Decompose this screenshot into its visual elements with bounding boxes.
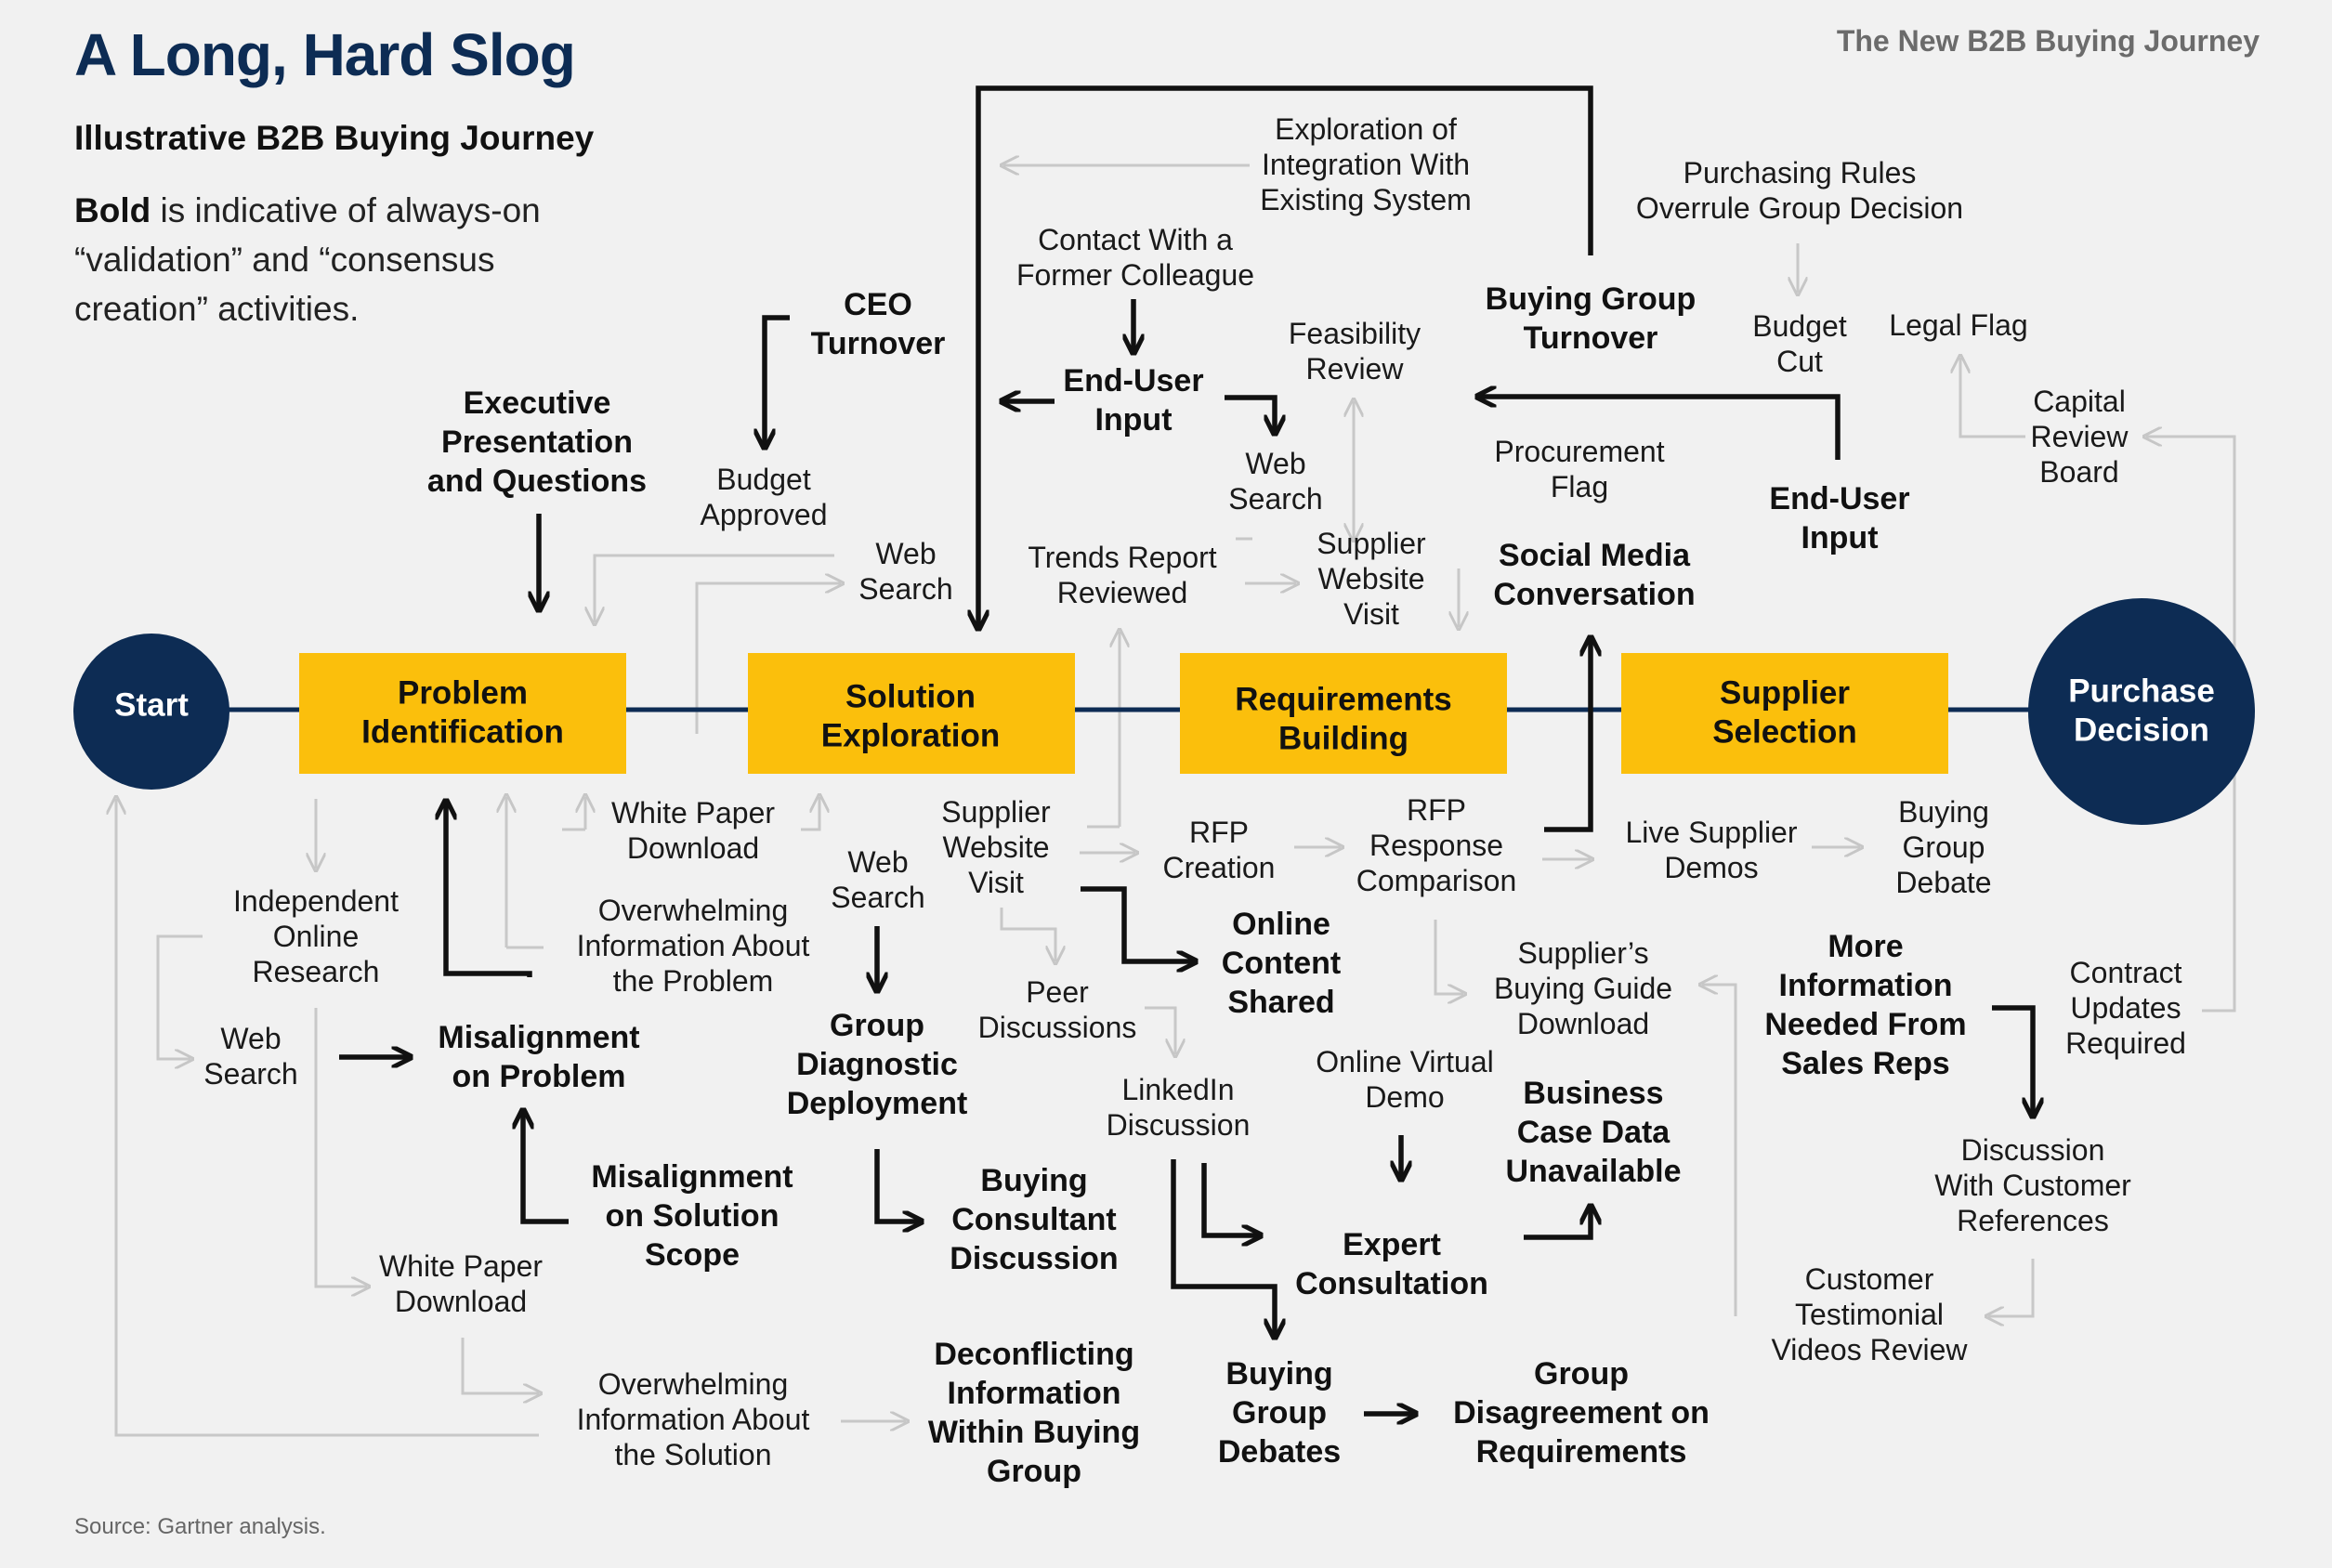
connector bbox=[978, 85, 1593, 627]
connector bbox=[1171, 1159, 1275, 1336]
connector bbox=[595, 554, 834, 622]
legend-note-text: is indicative of always-on “validation” … bbox=[74, 191, 541, 328]
connector bbox=[156, 934, 203, 1059]
legend-note-bold: Bold bbox=[74, 191, 151, 229]
connector bbox=[314, 1008, 367, 1287]
connector bbox=[446, 803, 532, 977]
connector bbox=[116, 799, 539, 1437]
connector bbox=[1434, 920, 1463, 994]
connector bbox=[1702, 985, 1737, 1316]
connector bbox=[1145, 1006, 1175, 1054]
start-label: Start bbox=[114, 686, 189, 723]
stage-box-problem-identification bbox=[299, 653, 626, 774]
connector bbox=[1988, 1259, 2035, 1316]
connector bbox=[874, 1149, 920, 1222]
source-note: Source: Gartner analysis. bbox=[74, 1514, 326, 1539]
connector bbox=[1524, 1208, 1591, 1240]
connector bbox=[765, 315, 790, 446]
connector bbox=[1225, 395, 1275, 432]
stage-box-solution-exploration bbox=[748, 653, 1075, 774]
black-connectors bbox=[339, 85, 2033, 1414]
connector bbox=[1201, 1163, 1259, 1235]
legal-flag: Legal Flag bbox=[1889, 308, 2027, 342]
stage-box-requirements-building bbox=[1180, 653, 1507, 774]
connector bbox=[523, 1112, 569, 1224]
connector bbox=[1479, 397, 1841, 460]
connector bbox=[801, 797, 819, 831]
connector bbox=[461, 1338, 539, 1393]
stage-box-supplier-selection bbox=[1621, 653, 1948, 774]
gray-connectors bbox=[116, 165, 2236, 1437]
connector bbox=[1960, 358, 2025, 438]
page-subtitle: Illustrative B2B Buying Journey bbox=[74, 119, 595, 157]
connector bbox=[1544, 639, 1591, 832]
connector bbox=[1081, 886, 1194, 961]
purchase-decision-node bbox=[2028, 598, 2255, 825]
page-title: A Long, Hard Slog bbox=[74, 21, 576, 88]
brand-label: The New B2B Buying Journey bbox=[1836, 24, 2260, 58]
connector bbox=[1992, 1005, 2033, 1115]
connector bbox=[1000, 908, 1055, 961]
connector bbox=[695, 583, 841, 734]
legend-note: Bold is indicative of always-on “validat… bbox=[74, 186, 632, 333]
start-node bbox=[73, 634, 229, 790]
